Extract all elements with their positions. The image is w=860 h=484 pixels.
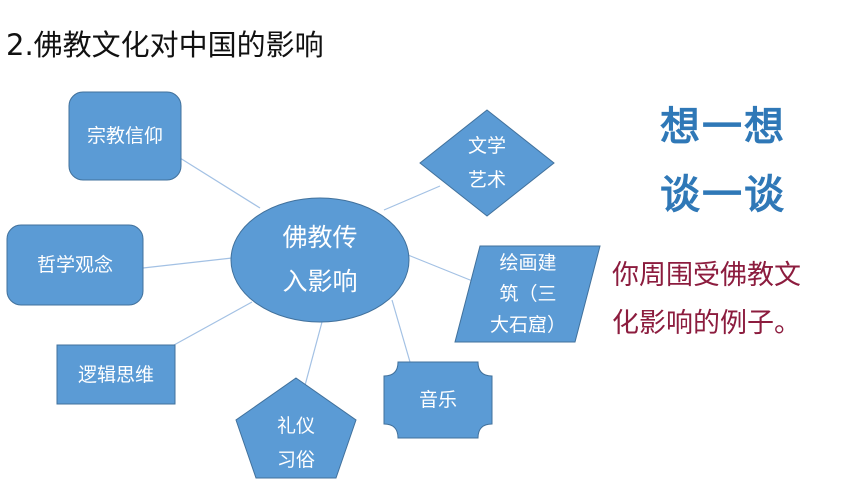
discussion-prompt: 你周围受佛教文 化影响的例子。 (612, 252, 852, 348)
connector-logic (173, 301, 253, 346)
connector-music (391, 299, 411, 363)
prompt-line-2: 化影响的例子。 (612, 308, 801, 339)
architecture-line-1: 绘画建 (499, 251, 557, 274)
literature-line-1: 文学 (467, 135, 506, 157)
literature-line-2: 艺术 (467, 169, 506, 191)
center-node (230, 197, 410, 323)
node-logic (56, 344, 176, 405)
connector-philosophy (142, 257, 233, 269)
architecture-line-3: 大石窟） (489, 313, 566, 336)
prompt-line-1: 你周围受佛教文 (612, 260, 801, 291)
node-architecture-label: 绘画建 筑（三 大石窟） (470, 246, 586, 342)
slide-title: 2.佛教文化对中国的影响 (6, 28, 324, 62)
node-religion (68, 91, 182, 181)
node-etiquette-label: 礼仪 习俗 (246, 408, 346, 478)
etiquette-line-2: 习俗 (276, 449, 315, 471)
architecture-line-2: 筑（三 (499, 282, 557, 305)
etiquette-line-1: 礼仪 (276, 415, 315, 437)
think-heading: 想一想 (660, 104, 786, 150)
connector-architecture (407, 254, 476, 283)
node-logic-label: 逻辑思维 (77, 363, 154, 386)
center-node-label: 佛教传 入影响 (231, 198, 409, 322)
node-literature-label: 文学 艺术 (440, 128, 534, 198)
discuss-heading: 谈一谈 (660, 172, 786, 218)
node-architecture (454, 245, 601, 343)
center-line-2: 入影响 (282, 267, 358, 296)
node-philosophy-label: 哲学观念 (36, 254, 113, 276)
node-music-label: 音乐 (418, 389, 457, 411)
node-music (383, 361, 493, 439)
node-religion-label: 宗教信仰 (86, 125, 163, 147)
connector-literature (383, 185, 441, 211)
node-philosophy (6, 224, 144, 306)
connector-religion (179, 157, 261, 209)
center-line-1: 佛教传 (282, 223, 358, 252)
node-etiquette (235, 377, 357, 479)
node-literature (419, 109, 555, 217)
